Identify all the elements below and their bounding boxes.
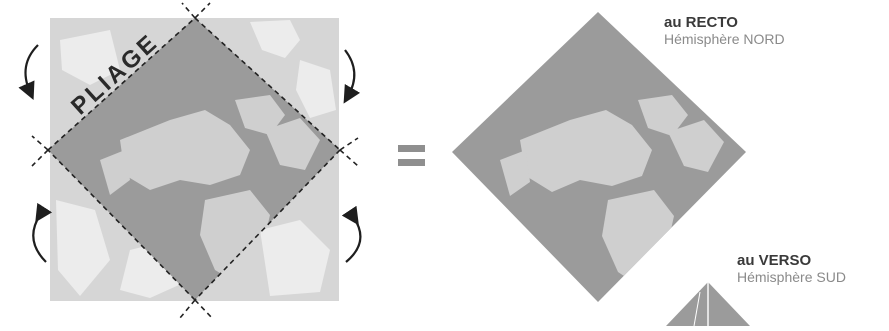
fold-lines: [31, 2, 359, 319]
curved-arrow-icon-bottom-right: [341, 205, 362, 263]
fold-line-bottom-left: [47, 149, 196, 301]
fold-extension-top-left: [181, 2, 196, 19]
curved-arrow-icon-top-left: [18, 44, 39, 101]
fold-extension-right-down: [339, 149, 359, 167]
equals-icon: [398, 145, 425, 166]
fold-arrows: [18, 44, 362, 263]
curved-arrow-icon-bottom-left: [32, 202, 53, 263]
recto-label: au RECTO Hémisphère NORD: [664, 14, 785, 47]
fold-extension-right-up: [339, 137, 359, 151]
fold-extension-bottom-left: [179, 299, 196, 319]
outer-landmasses: [56, 20, 336, 298]
fold-extension-top-right: [194, 2, 211, 19]
fold-line-top-left: [47, 17, 196, 151]
verso-fold-crease-left: [693, 291, 701, 327]
fold-diamond-left: [48, 18, 340, 300]
fold-extension-left-down: [31, 149, 49, 167]
fold-extension-left-up: [31, 135, 49, 151]
fold-line-bottom-right: [194, 149, 341, 301]
verso-diamond: [666, 282, 750, 327]
curved-arrow-icon-top-right: [343, 49, 361, 104]
verso-side-title: au VERSO: [737, 252, 812, 269]
fold-line-top-right: [194, 17, 341, 151]
recto-diamond: [452, 12, 746, 302]
recto-side-title: au RECTO: [664, 14, 738, 31]
verso-hemisphere: Hémisphère SUD: [737, 269, 846, 286]
recto-hemisphere: Hémisphère NORD: [664, 31, 785, 48]
verso-label: au VERSO Hémisphère SUD: [737, 252, 846, 285]
fold-extension-bottom-right: [194, 299, 213, 319]
recto-landmasses: [500, 95, 724, 288]
